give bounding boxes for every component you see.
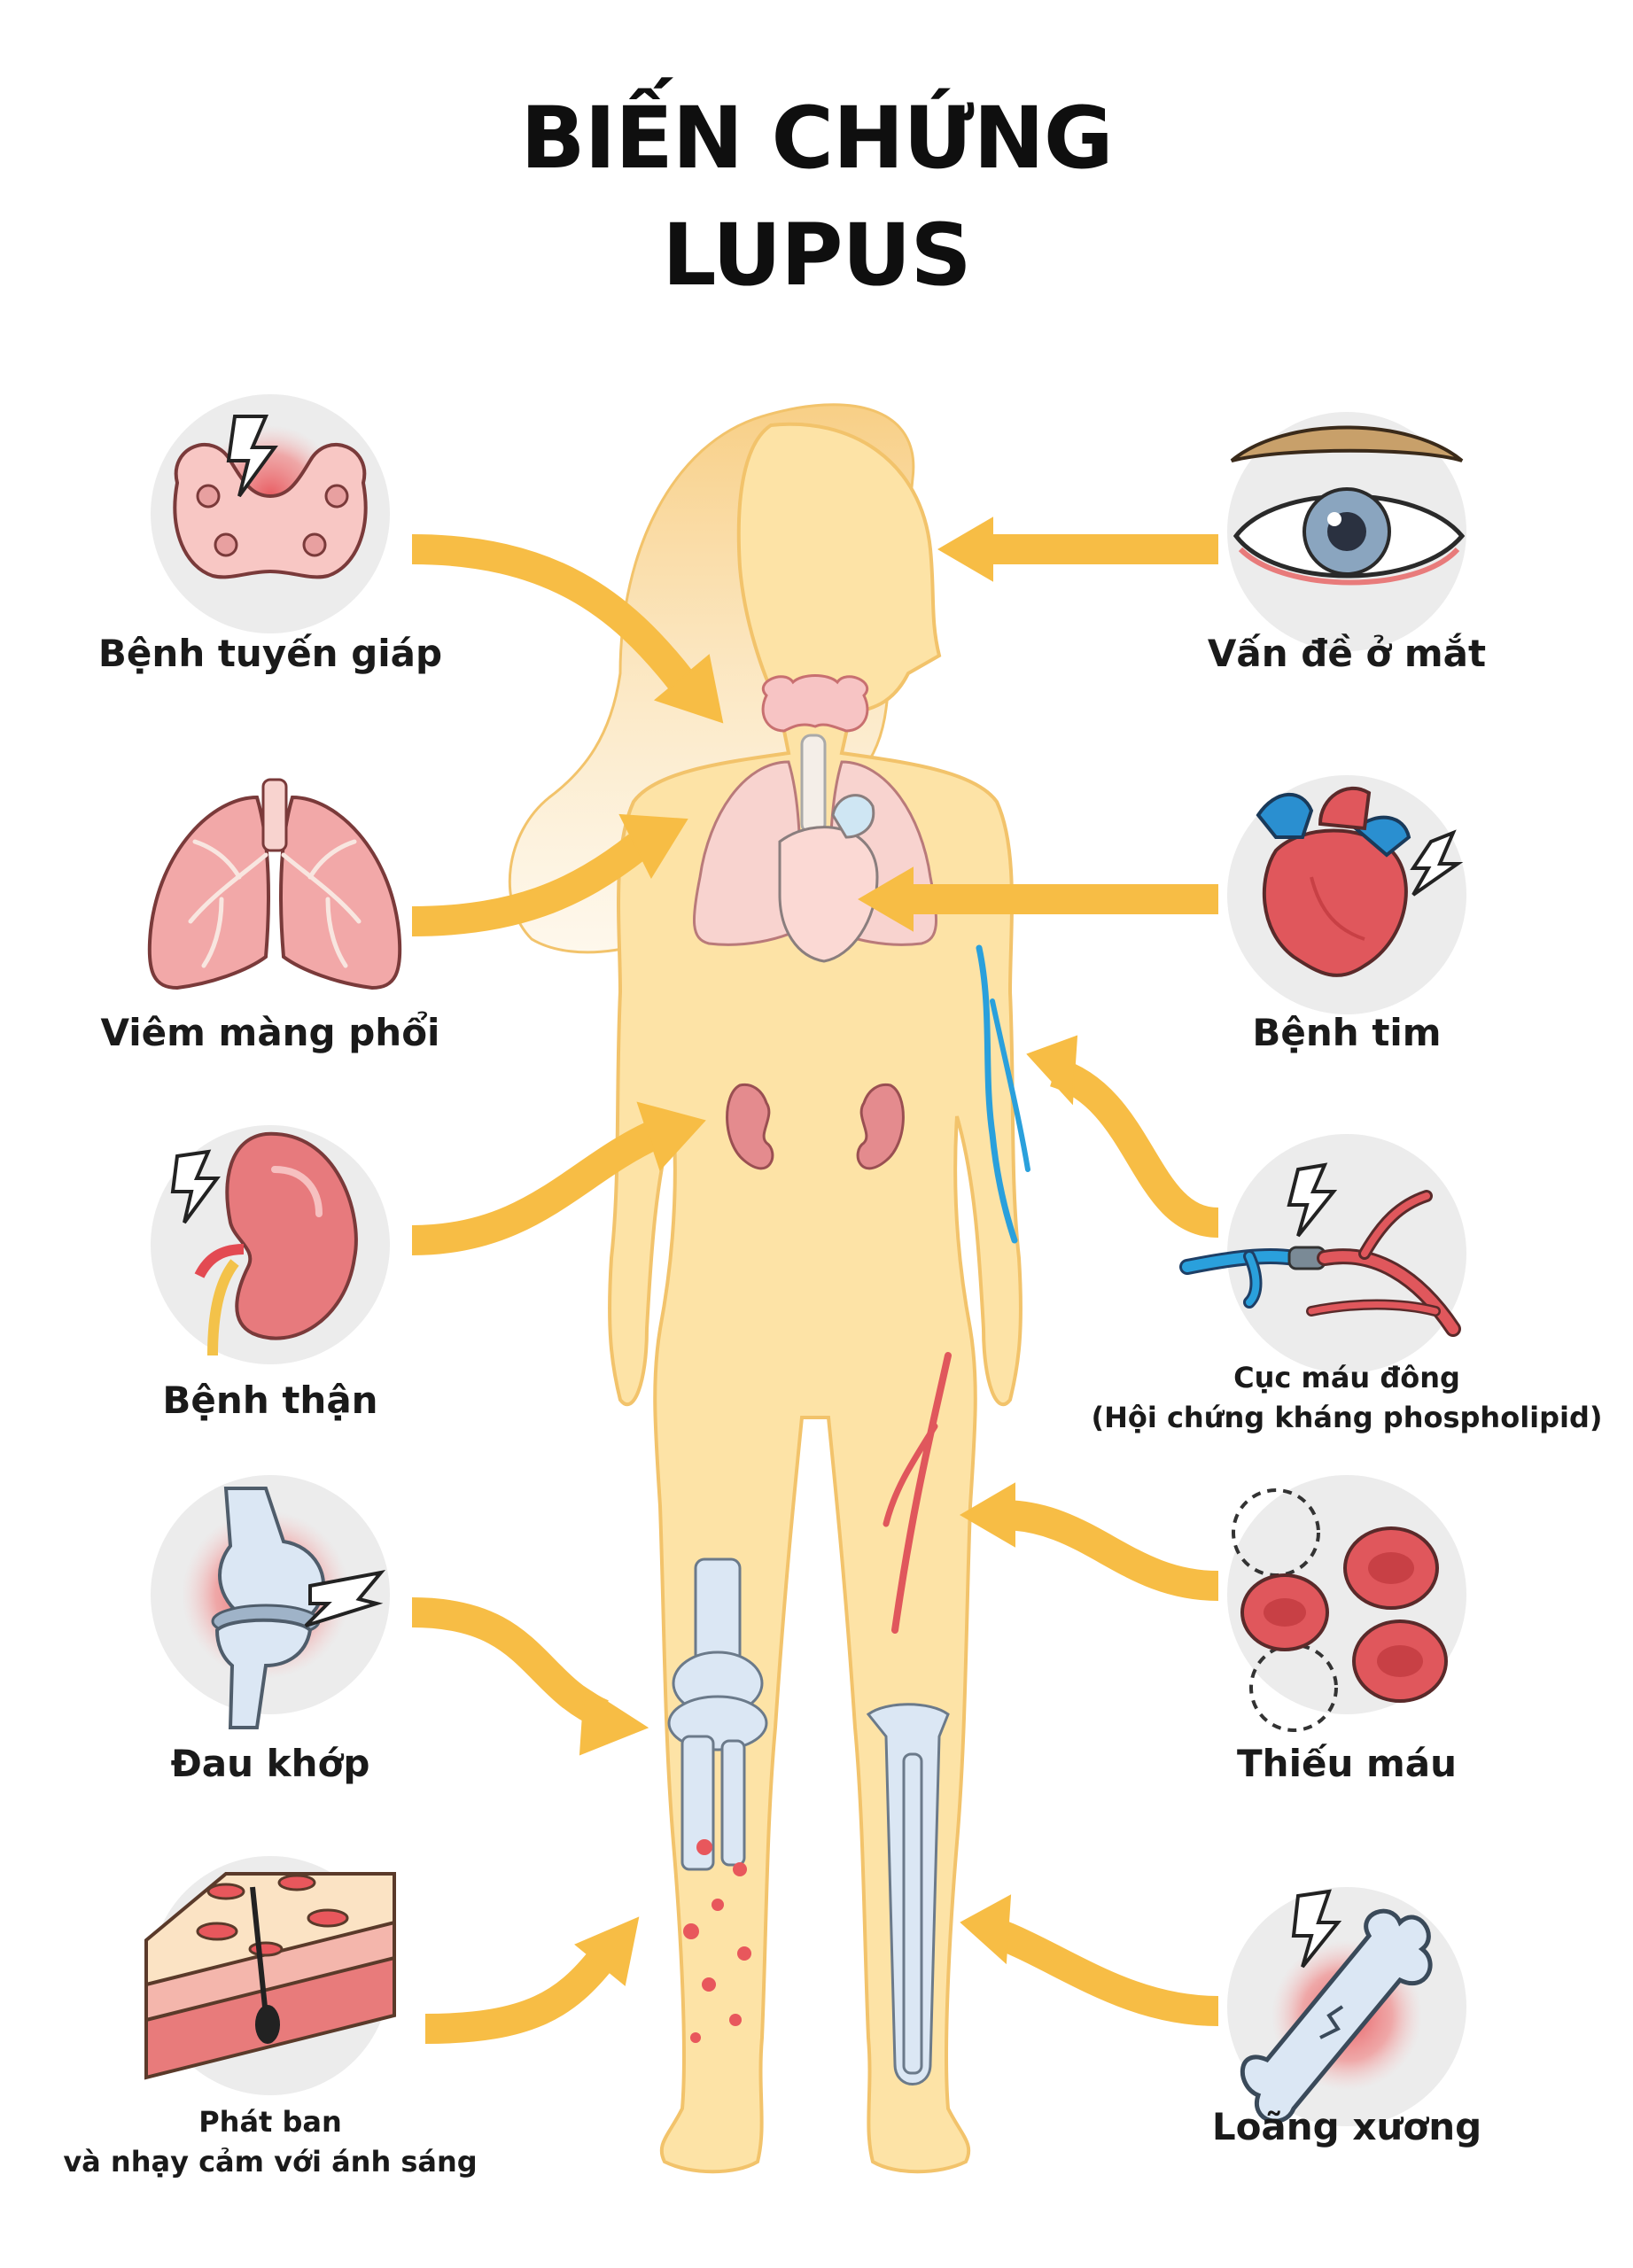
heart-icon: [1227, 775, 1466, 1014]
arrow-joint: [411, 1597, 610, 1728]
title-line-2: LUPUS: [662, 206, 971, 305]
body-leg-artery-2: [883, 1423, 938, 1527]
bone-icon: [1227, 1887, 1466, 2126]
arrow-rash: [424, 1948, 615, 2044]
blood-clot-icon: [1179, 1134, 1466, 1373]
body-arm-vein: [976, 944, 1018, 1244]
skin-rash-icon: [144, 1856, 396, 2095]
label-rash-line-1: Phát ban: [198, 2105, 342, 2139]
lightning-icon: [1291, 1889, 1342, 1969]
label-clot-line-2: (Hội chứng kháng phospholipid): [1091, 1401, 1603, 1434]
label-lungs: Viêm màng phổi: [100, 1011, 440, 1054]
arrow-thyroid: [411, 534, 695, 692]
label-rash-line-2: và nhạy cảm với ánh sáng: [63, 2145, 478, 2179]
body-heart: [778, 826, 879, 963]
kidney-icon: [151, 1125, 390, 1364]
lightning-icon: [1287, 1162, 1338, 1238]
body-kidney-left: [726, 1083, 774, 1170]
lightning-icon: [1410, 829, 1464, 897]
arrow-kidney: [411, 1120, 663, 1255]
lightning-icon: [304, 1570, 386, 1627]
title-line-1: BIẾN CHỨNG: [520, 89, 1113, 188]
body-thyroid: [761, 674, 869, 733]
body-figure: [508, 403, 1023, 2174]
arrowhead-thyroid: [653, 654, 724, 724]
thyroid-icon: [151, 394, 390, 633]
arrowheads: [574, 517, 1078, 1986]
lightning-icon: [170, 1149, 221, 1224]
arrow-lungs: [411, 834, 648, 936]
lightning-icon: [226, 415, 278, 498]
label-bone: Loãng xương: [1211, 2105, 1482, 2148]
body-heart-vessel: [831, 794, 875, 839]
label-heart: Bệnh tim: [1252, 1011, 1442, 1054]
joint-icon: [151, 1475, 390, 1729]
arrowhead-bone: [960, 1894, 1012, 1965]
label-kidney: Bệnh thận: [162, 1379, 378, 1422]
label-eye: Vấn đề ở mắt: [1207, 632, 1487, 675]
label-thyroid: Bệnh tuyến giáp: [97, 632, 443, 675]
arrowhead-heart: [858, 866, 914, 932]
label-anemia: Thiếu máu: [1237, 1742, 1457, 1785]
eye-icon: [1227, 412, 1466, 651]
arrow-bone: [986, 1917, 1219, 2026]
label-clot-line-1: Cục máu đông: [1233, 1361, 1460, 1394]
body-arm-vein-2: [990, 998, 1030, 1172]
body-leg-artery: [891, 1352, 952, 1634]
arrowhead-anemia: [960, 1482, 1015, 1548]
arrowhead-joint: [579, 1686, 649, 1756]
blood-cells-icon: [1227, 1475, 1466, 1732]
body-knee-bones: [667, 1557, 768, 1871]
arrowhead-kidney: [636, 1101, 706, 1171]
arrowhead-eye: [937, 517, 993, 582]
label-joint: Đau khớp: [170, 1742, 370, 1785]
lungs-icon: [147, 778, 402, 990]
body-leg-bones: [866, 1703, 950, 2085]
arrow-anemia: [1000, 1500, 1219, 1601]
body-trachea: [800, 734, 827, 835]
arrow-clot: [1049, 1057, 1220, 1238]
arrowhead-rash: [574, 1916, 640, 1986]
arrowhead-clot: [1026, 1035, 1078, 1106]
body-kidney-right: [856, 1083, 905, 1170]
arrowhead-lungs: [618, 813, 688, 880]
arrows: [411, 534, 1220, 2044]
body-rash-spots: [683, 1839, 751, 2043]
